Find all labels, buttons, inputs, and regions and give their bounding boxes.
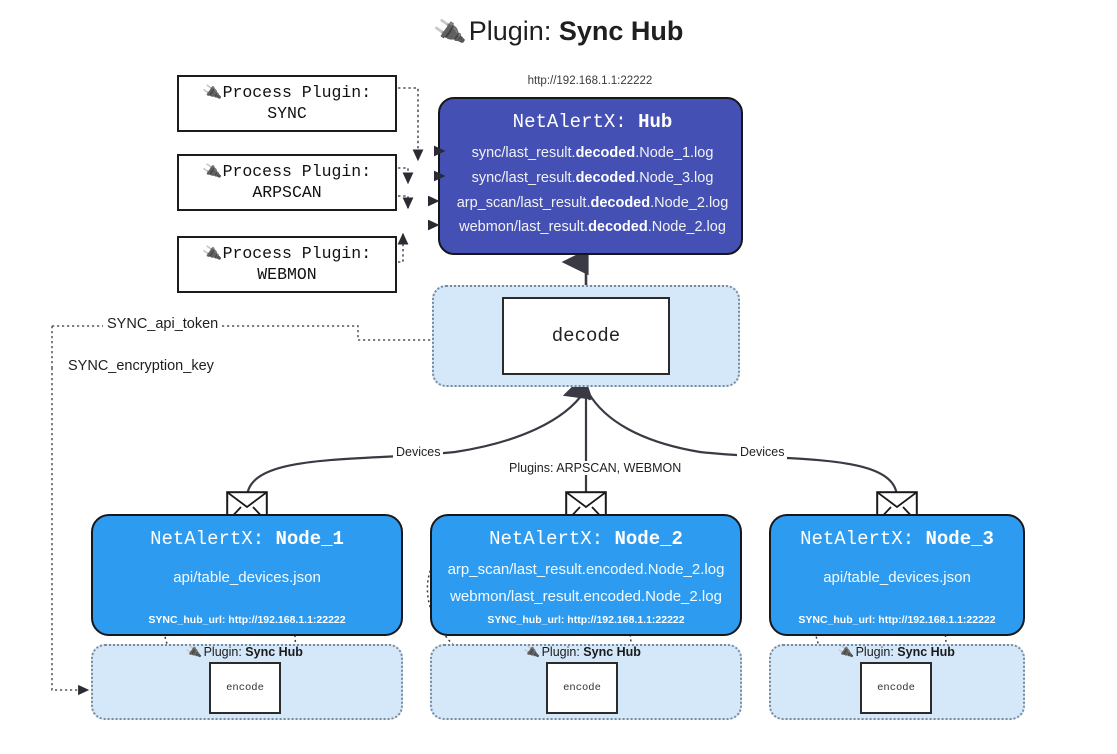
- hub-log-line-3: arp_scan/last_result.decoded.Node_2.log: [456, 195, 729, 211]
- plug-icon: 🔌: [184, 643, 203, 661]
- process-plugin-webmon[interactable]: 🔌Process Plugin: WEBMON: [177, 236, 397, 293]
- page-title-prefix: Plugin:: [468, 16, 559, 46]
- label-sync-encryption-key: SYNC_encryption_key: [64, 358, 218, 374]
- page-title: 🔌Plugin: Sync Hub: [0, 15, 1117, 49]
- encoder-3-plugin-label: 🔌Plugin: Sync Hub: [836, 643, 955, 661]
- wire-sync-to-hub: [398, 87, 424, 162]
- process-plugin-arpscan[interactable]: 🔌Process Plugin: ARPSCAN: [177, 154, 397, 211]
- plug-icon: 🔌: [201, 161, 223, 182]
- hub-node[interactable]: NetAlertX: Hub sync/last_result.decoded.…: [438, 97, 743, 255]
- plug-icon: 🔌: [201, 82, 223, 103]
- hub-arrow-2: [434, 169, 447, 187]
- hub-log-line-4: webmon/last_result.decoded.Node_2.log: [459, 219, 726, 235]
- plug-icon: 🔌: [836, 643, 855, 661]
- plug-icon: 🔌: [201, 243, 223, 264]
- node-1-line-1: api/table_devices.json: [173, 569, 321, 586]
- page-title-name: Sync Hub: [558, 16, 684, 46]
- process-plugin-webmon-line2: WEBMON: [257, 264, 317, 284]
- process-plugin-sync-line2: SYNC: [267, 103, 307, 123]
- label-sync-api-token: SYNC_api_token: [103, 316, 223, 332]
- hub-log-line-2: sync/last_result.decoded.Node_3.log: [471, 170, 714, 186]
- process-plugin-sync[interactable]: 🔌Process Plugin: SYNC: [177, 75, 397, 132]
- node-box-2[interactable]: NetAlertX: Node_2 arp_scan/last_result.e…: [430, 514, 742, 636]
- wire-webmon-to-hub: [397, 232, 409, 263]
- node-3-footer: SYNC_hub_url: http://192.168.1.1:22222: [798, 614, 996, 626]
- hub-url-label: http://192.168.1.1:22222: [527, 75, 653, 87]
- node-box-1[interactable]: NetAlertX: Node_1 api/table_devices.json…: [91, 514, 403, 636]
- process-plugin-arpscan-line1: Process Plugin:: [222, 162, 372, 182]
- node-1-footer: SYNC_hub_url: http://192.168.1.1:22222: [148, 614, 346, 626]
- encode-box-3[interactable]: encode: [860, 662, 932, 714]
- encode-box-1[interactable]: encode: [209, 662, 281, 714]
- wire-encryption-key-to-encoders: [51, 368, 90, 696]
- wire-arpscan-to-hub: [398, 167, 414, 185]
- node-2-line-2: webmon/last_result.encoded.Node_2.log: [450, 588, 722, 605]
- process-plugin-sync-line1: Process Plugin:: [222, 83, 372, 103]
- encoder-2-plugin-label: 🔌Plugin: Sync Hub: [522, 643, 641, 661]
- hub-title: NetAlertX: Hub: [440, 111, 745, 133]
- hub-title-name: Hub: [638, 111, 673, 133]
- encode-box-2[interactable]: encode: [546, 662, 618, 714]
- node-3-title: NetAlertX: Node_3: [800, 528, 994, 550]
- hub-arrow-4: [428, 218, 441, 236]
- edge-label-plugins-center: Plugins: ARPSCAN, WEBMON: [506, 461, 685, 475]
- process-plugin-arpscan-line2: ARPSCAN: [252, 182, 322, 202]
- plug-icon: 🔌: [522, 643, 541, 661]
- edge-label-devices-left: Devices: [393, 445, 444, 459]
- node-2-title: NetAlertX: Node_2: [489, 528, 683, 550]
- hub-arrow-3: [428, 194, 441, 212]
- node-box-3[interactable]: NetAlertX: Node_3 api/table_devices.json…: [769, 514, 1025, 636]
- wire-decode-inflow-arrow: [562, 374, 593, 401]
- node-2-line-1: arp_scan/last_result.encoded.Node_2.log: [447, 561, 725, 578]
- wire-arpscan2-to-hub: [398, 195, 414, 210]
- node-2-footer: SYNC_hub_url: http://192.168.1.1:22222: [487, 614, 685, 626]
- node-3-line-1: api/table_devices.json: [823, 569, 971, 586]
- hub-title-prefix: NetAlertX:: [512, 111, 639, 133]
- process-plugin-webmon-line1: Process Plugin:: [222, 244, 372, 264]
- decode-box[interactable]: decode: [502, 297, 670, 375]
- hub-log-line-1: sync/last_result.decoded.Node_1.log: [471, 145, 714, 161]
- node-1-title: NetAlertX: Node_1: [150, 528, 344, 550]
- encoder-1-plugin-label: 🔌Plugin: Sync Hub: [184, 643, 303, 661]
- edge-label-devices-right: Devices: [737, 445, 788, 459]
- hub-arrow-1: [434, 144, 447, 162]
- plug-icon: 🔌: [431, 15, 467, 49]
